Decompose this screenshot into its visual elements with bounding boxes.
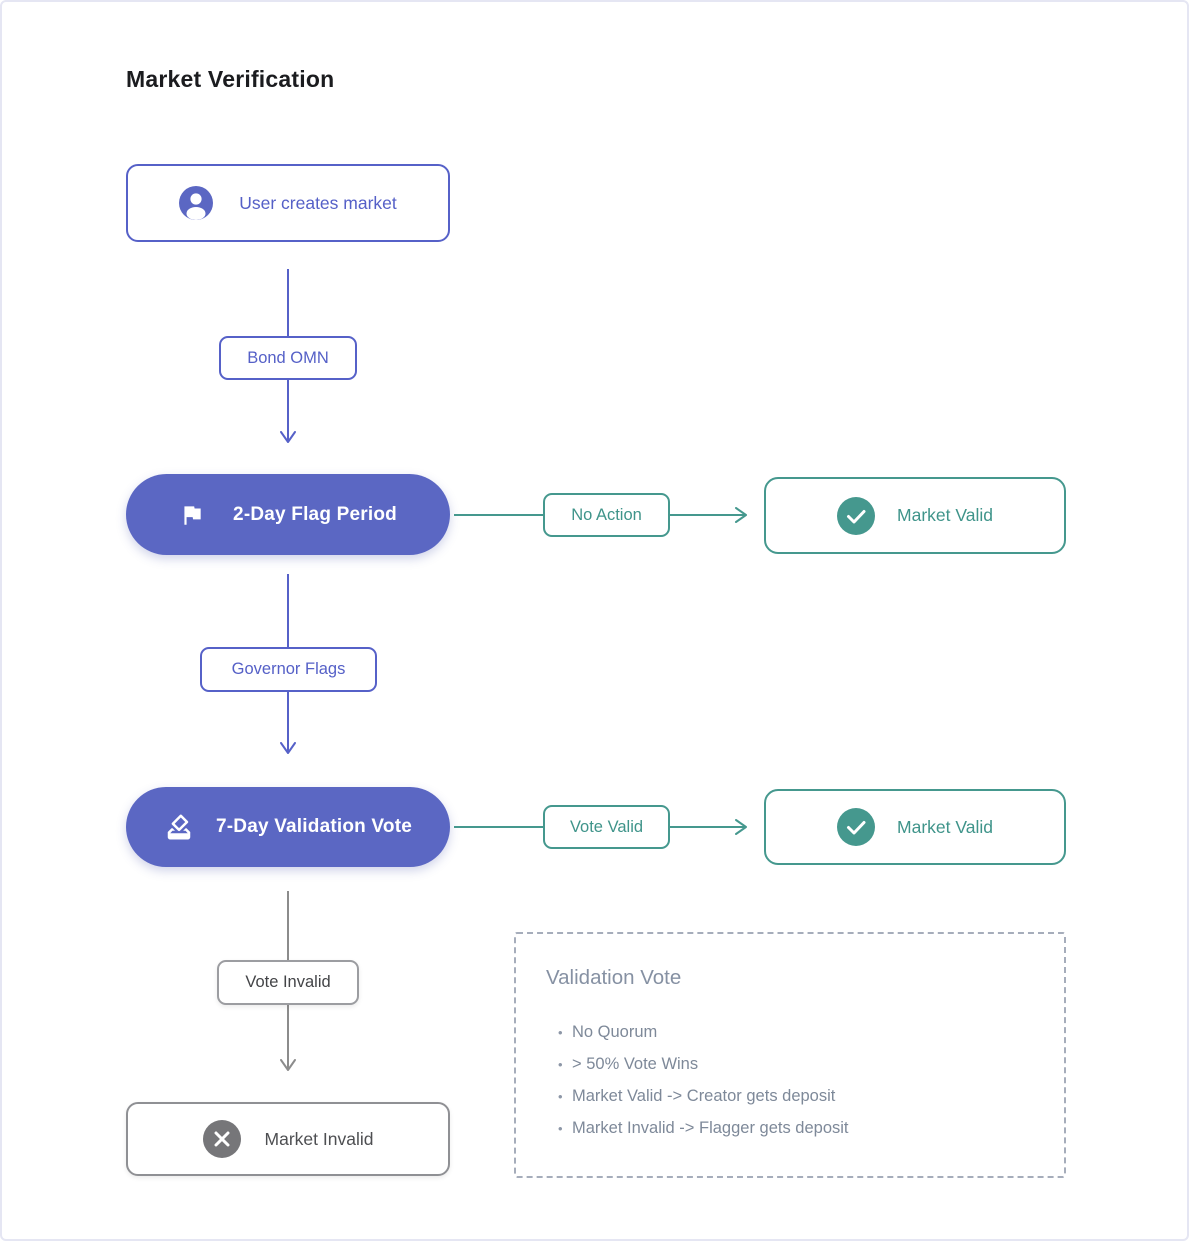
edge-label-vote-valid: Vote Valid xyxy=(543,805,670,849)
validation-vote-panel: Validation Vote • No Quorum • > 50% Vote W… xyxy=(514,932,1066,1178)
node-label: User creates market xyxy=(239,192,397,213)
node-label: 7-Day Validation Vote xyxy=(215,816,412,837)
panel-title: Validation Vote xyxy=(546,966,682,989)
node-validation-vote: 7-Day Validation Vote xyxy=(126,787,450,867)
x-circle-icon xyxy=(202,1120,241,1158)
edge-text: Governor Flags xyxy=(231,660,346,678)
list-item: • No Quorum xyxy=(558,1016,849,1048)
node-label: Market Valid xyxy=(897,816,993,837)
bullet-dot: • xyxy=(558,1120,563,1136)
page-title: Market Verification xyxy=(126,66,335,92)
check-circle-icon xyxy=(837,808,876,846)
node-flag-period: 2-Day Flag Period xyxy=(126,474,450,555)
list-item-text: No Quorum xyxy=(572,1022,658,1041)
bullet-dot: • xyxy=(558,1088,563,1104)
edge-text: No Action xyxy=(571,505,642,524)
bullet-dot: • xyxy=(558,1024,563,1040)
edge-text: Vote Invalid xyxy=(245,973,331,991)
node-market-valid-mid: Market Valid xyxy=(764,789,1066,865)
node-label: Market Valid xyxy=(897,505,993,525)
check-circle-icon xyxy=(837,496,876,535)
list-item: • > 50% Vote Wins xyxy=(558,1048,849,1080)
node-market-valid-top: Market Valid xyxy=(764,477,1066,554)
edge-text: Vote Valid xyxy=(569,817,644,836)
node-user-creates-market: User creates market xyxy=(126,164,450,242)
edge-text: Bond OMN xyxy=(247,348,329,367)
list-item: • Market Invalid -> Flagger gets deposit xyxy=(558,1112,849,1144)
list-item-text: Market Valid -> Creator gets deposit xyxy=(572,1086,836,1105)
flag-icon xyxy=(184,505,201,525)
edge-label-bond-omn: Bond OMN xyxy=(219,336,357,380)
edge-label-no-action: No Action xyxy=(543,493,670,537)
edge-label-vote-invalid: Vote Invalid xyxy=(217,960,359,1005)
user-icon xyxy=(179,186,214,220)
node-label: 2-Day Flag Period xyxy=(233,503,397,525)
panel-bullet-list: • No Quorum • > 50% Vote Wins • Market Vali… xyxy=(558,1016,849,1144)
node-market-invalid: Market Invalid xyxy=(126,1102,450,1176)
node-label: Market Invalid xyxy=(264,1128,374,1149)
list-item-text: > 50% Vote Wins xyxy=(572,1054,699,1073)
bullet-dot: • xyxy=(558,1056,563,1072)
list-item-text: Market Invalid -> Flagger gets deposit xyxy=(572,1118,849,1137)
edge-label-governor-flags: Governor Flags xyxy=(200,647,377,692)
ballot-box-icon xyxy=(167,814,191,840)
list-item: • Market Valid -> Creator gets deposit xyxy=(558,1080,849,1112)
